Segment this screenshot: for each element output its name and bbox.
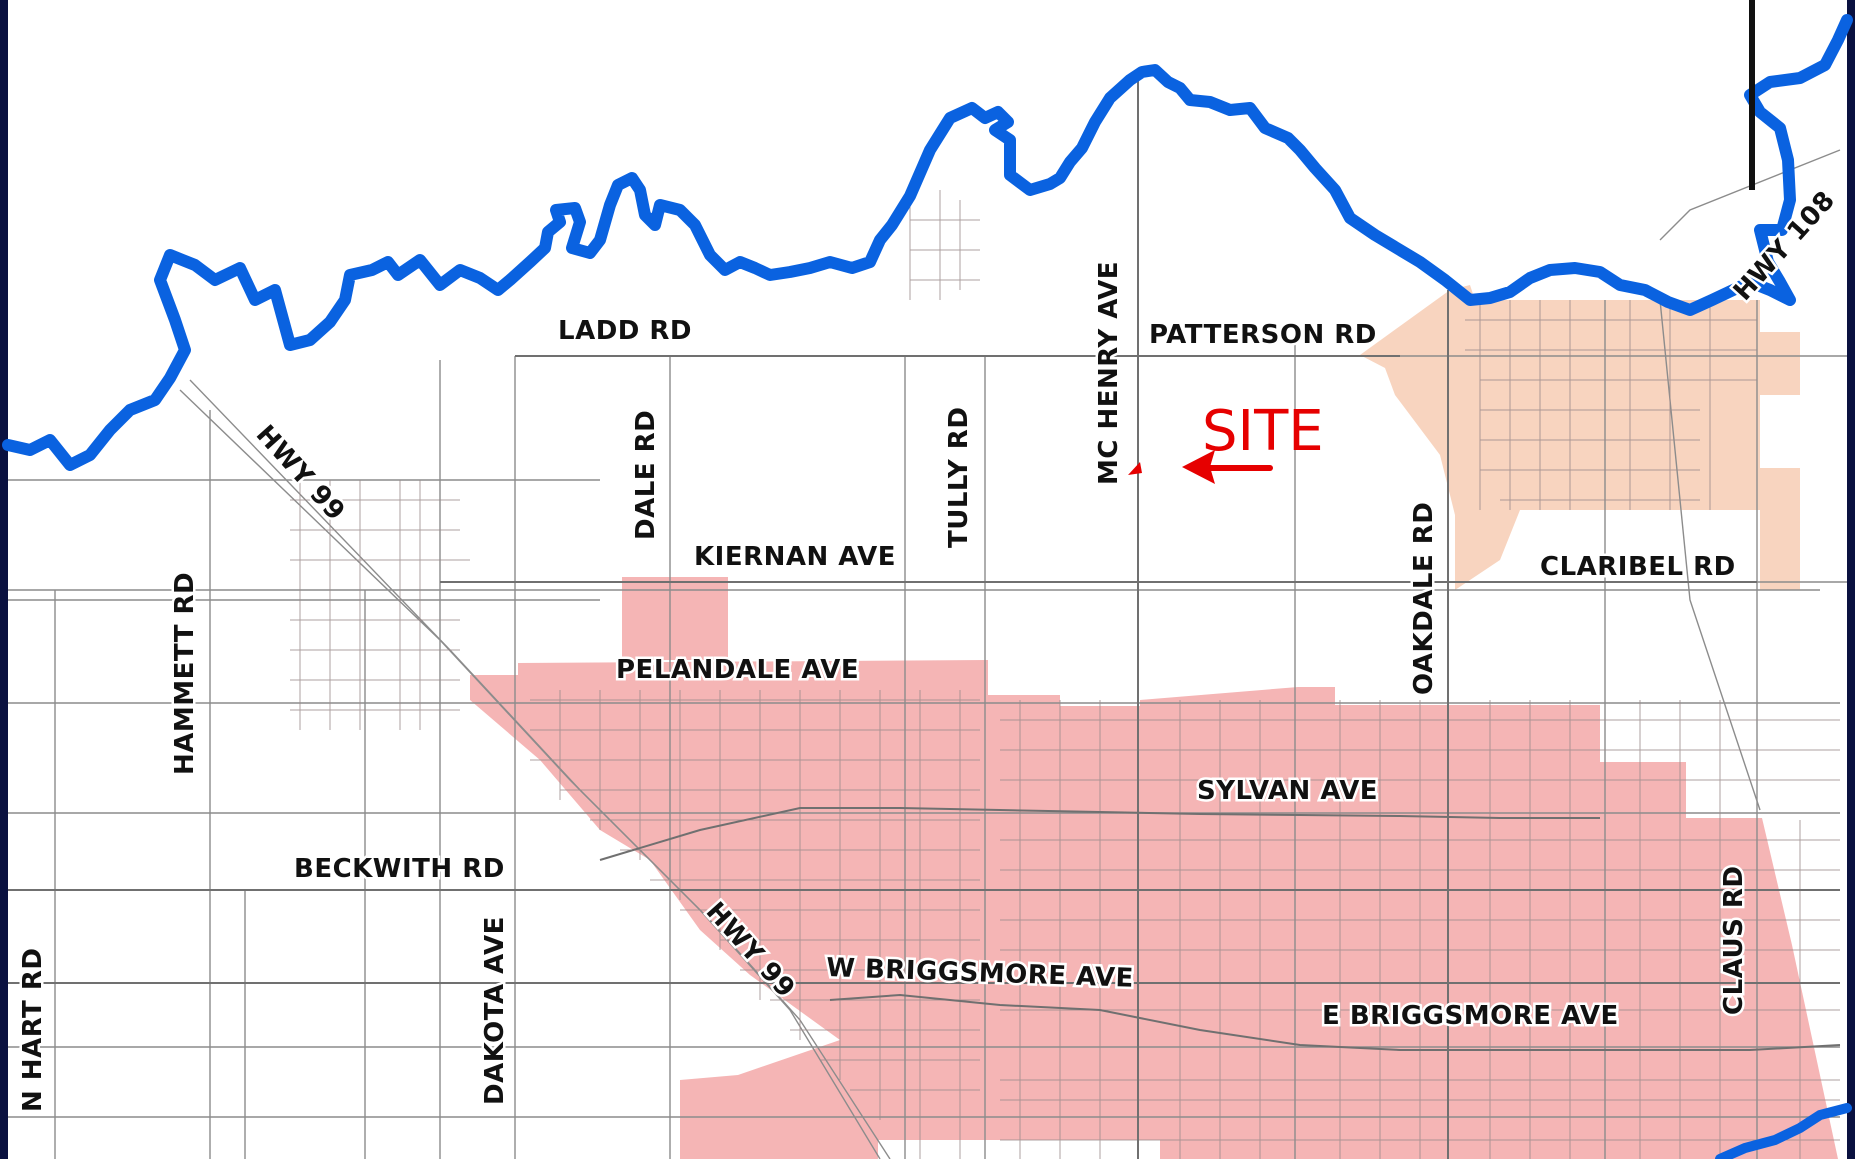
site-callout: SITE (1182, 399, 1324, 484)
road-label-e-briggsmore-ave: E BRIGGSMORE AVE (1322, 1001, 1619, 1031)
road-label-dakota-ave: DAKOTA AVE (480, 916, 510, 1105)
road-label-pelandale-ave: PELANDALE AVE (616, 655, 859, 685)
road-label-hammett-rd: HAMMETT RD (170, 572, 200, 775)
river (2, 14, 1853, 471)
left-arrow-icon (1182, 450, 1273, 484)
river-south (1715, 1103, 1852, 1159)
road-label-n-hart-rd: N HART RD (18, 948, 48, 1112)
road-label-kiernan-ave: KIERNAN AVE (694, 542, 896, 572)
road-label-tully-rd: TULLY RD (944, 407, 974, 548)
road-label-beckwith-rd: BECKWITH RD (294, 854, 505, 884)
city-area (470, 577, 1838, 1159)
county-area (1360, 285, 1800, 590)
road-label-claribel-rd: CLARIBEL RD (1540, 552, 1736, 582)
site-marker (1128, 462, 1142, 475)
road-label-patterson-rd: PATTERSON RD (1149, 320, 1377, 350)
road-label-ladd-rd: LADD RD (558, 316, 692, 346)
site-label: SITE (1202, 399, 1324, 464)
arterial-roads (8, 78, 1841, 1159)
road-label-claus-rd: CLAUS RD (1719, 866, 1749, 1015)
road-label-oakdale-rd: OAKDALE RD (1409, 502, 1439, 695)
road-label-mc-henry-ave: MC HENRY AVE (1094, 261, 1124, 485)
neighborhood-grids (290, 190, 1840, 1159)
road-label-dale-rd: DALE RD (631, 410, 661, 540)
road-label-sylvan-ave: SYLVAN AVE (1197, 776, 1378, 806)
